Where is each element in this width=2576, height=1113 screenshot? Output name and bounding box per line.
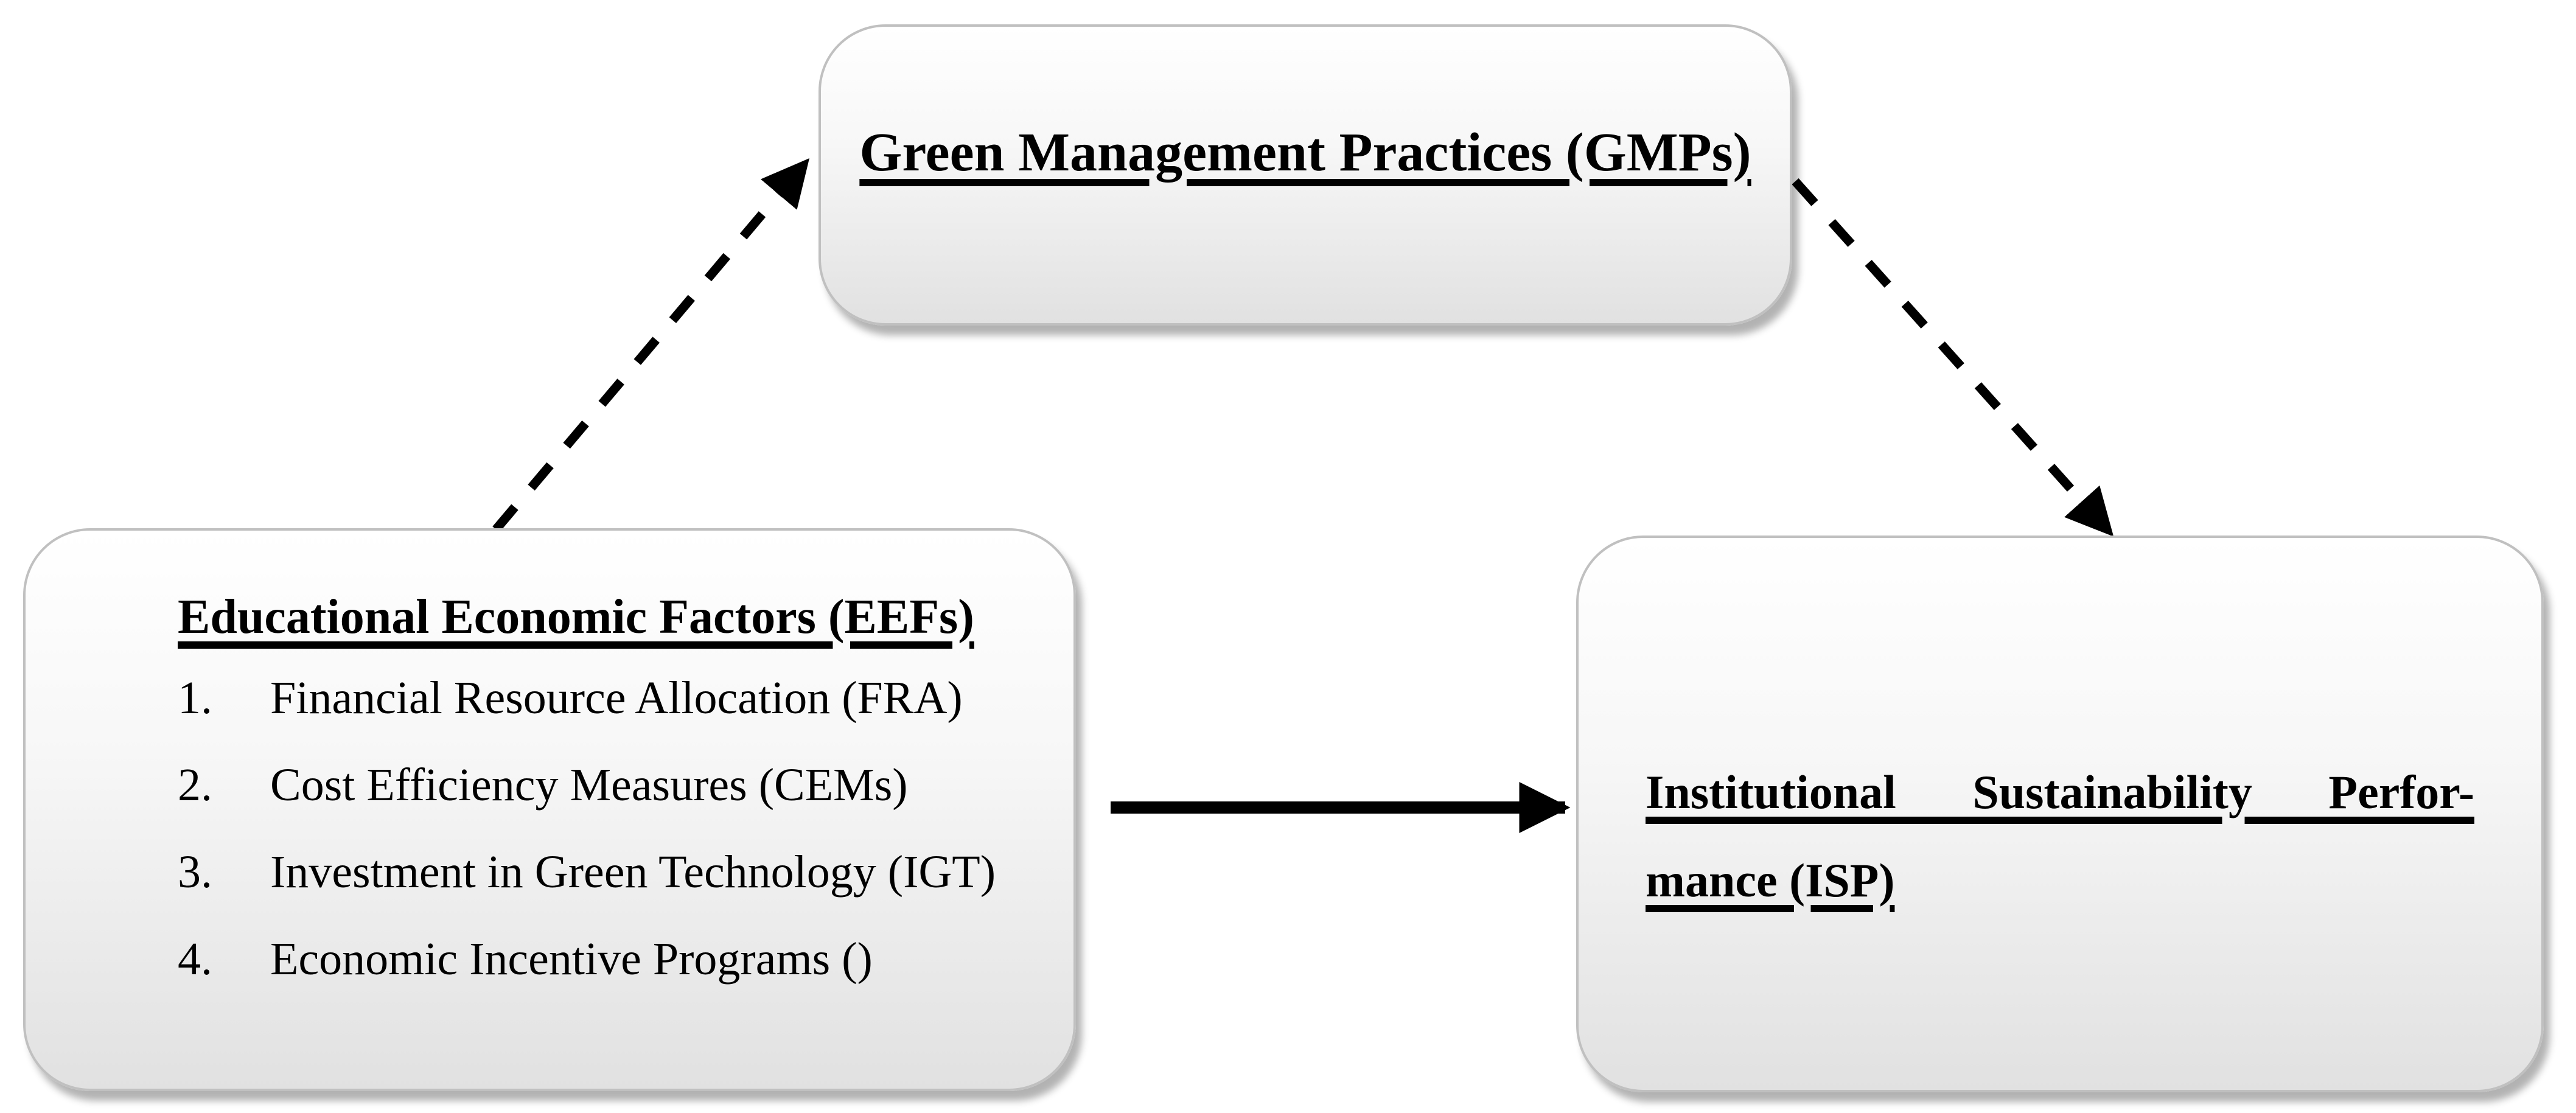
- list-item-label: Economic Incentive Programs (): [270, 933, 873, 985]
- list-item: 2. Cost Efficiency Measures (CEMs): [178, 756, 1037, 814]
- dashed-arrow-gmp-to-isp: [1792, 178, 2114, 537]
- list-item-number: 2.: [178, 759, 212, 811]
- isp-box-title-line2: mance (ISP): [1646, 854, 1895, 907]
- list-item-number: 1.: [178, 672, 212, 724]
- list-item-label: Cost Efficiency Measures (CEMs): [270, 759, 908, 811]
- list-item-number: 4.: [178, 933, 212, 985]
- isp-box: Institutional Sustainability Perfor- man…: [1576, 536, 2544, 1092]
- list-item-number: 3.: [178, 846, 212, 898]
- dashed-arrow-eef-to-gmp: [492, 158, 810, 532]
- list-item: 1. Financial Resource Allocation (FRA): [178, 669, 1037, 727]
- gmp-box-title: Green Management Practices (GMPs): [859, 122, 1751, 183]
- isp-box-title-line1: Institutional Sustainability Perfor-: [1646, 766, 2474, 818]
- gmp-box: Green Management Practices (GMPs): [819, 24, 1792, 326]
- eef-box: Educational Economic Factors (EEFs) 1. F…: [23, 528, 1076, 1091]
- list-item: 4. Economic Incentive Programs (): [178, 930, 1037, 988]
- list-item-label: Investment in Green Technology (IGT): [270, 846, 996, 898]
- eef-box-title: Educational Economic Factors (EEFs): [178, 590, 974, 644]
- list-item: 3. Investment in Green Technology (IGT): [178, 843, 1037, 901]
- eef-factor-list: 1. Financial Resource Allocation (FRA) 2…: [178, 669, 1037, 988]
- list-item-label: Financial Resource Allocation (FRA): [270, 672, 963, 724]
